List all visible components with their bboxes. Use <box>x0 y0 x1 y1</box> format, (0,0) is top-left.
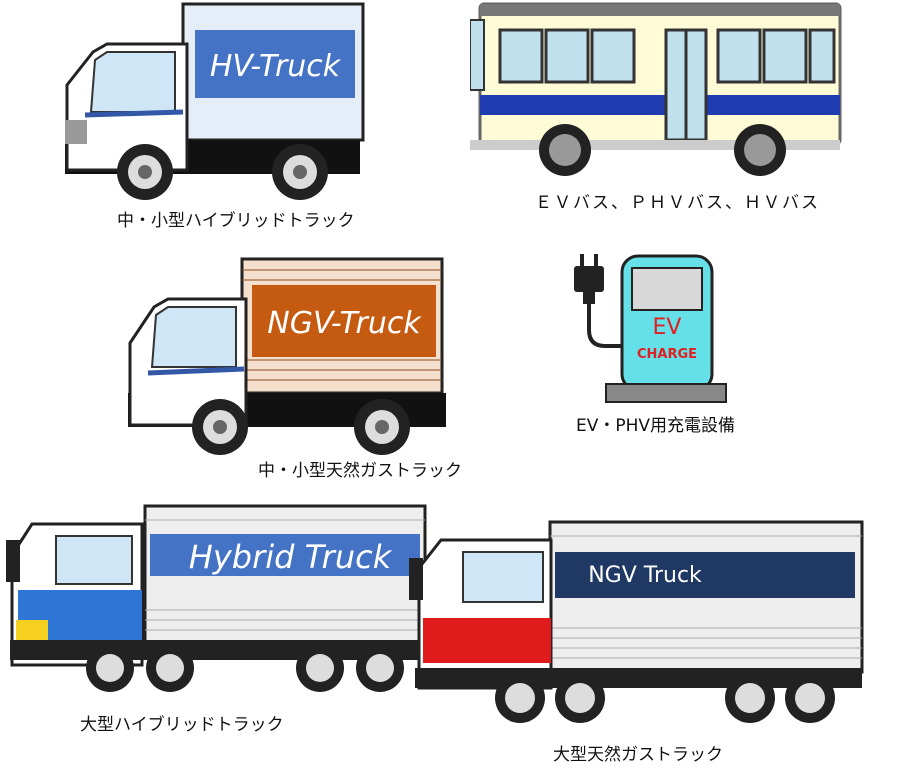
wheel-icon <box>495 673 835 723</box>
svg-text:NGV Truck: NGV Truck <box>588 563 702 588</box>
large-hybrid-truck-caption: 大型ハイブリッドトラック <box>80 715 284 735</box>
svg-text:Hybrid Truck: Hybrid Truck <box>189 538 393 576</box>
bus-stripe <box>480 95 840 115</box>
ngv-truck-illustration: NGV-Truck <box>120 255 455 460</box>
svg-text:HV-Truck: HV-Truck <box>210 49 342 84</box>
hybrid-truck-cab-color <box>18 590 142 640</box>
ev-bus-caption: ＥＶバス、ＰＨＶバス、ＨＶバス <box>535 193 820 213</box>
hybrid-truck-sign <box>150 534 420 576</box>
ev-bus-illustration <box>469 0 845 180</box>
hv-truck-caption: 中・小型ハイブリッドトラック <box>117 211 355 231</box>
large-ngv-truck-caption: 大型天然ガストラック <box>553 745 723 765</box>
wheel-icon <box>117 144 328 200</box>
plug-icon <box>574 254 625 348</box>
svg-text:CHARGE: CHARGE <box>637 347 697 362</box>
hv-truck-illustration: HV-Truck <box>55 0 370 205</box>
ngv-large-sign <box>555 552 855 598</box>
wheel-icon <box>86 644 404 692</box>
ngv-large-cab-color <box>423 618 551 663</box>
svg-text:EV: EV <box>653 315 682 340</box>
wheel-icon <box>539 124 786 176</box>
large-hybrid-truck-illustration: Hybrid Truck <box>0 500 430 700</box>
wheel-icon <box>192 399 410 455</box>
hv-truck-sign <box>195 30 355 98</box>
ngv-truck-caption: 中・小型天然ガストラック <box>258 461 462 481</box>
ev-charger-caption: EV・PHV用充電設備 <box>576 416 736 436</box>
ngv-truck-sign <box>252 285 436 357</box>
svg-text:NGV-Truck: NGV-Truck <box>267 306 422 341</box>
ev-charger-illustration: EV CHARGE <box>560 250 740 410</box>
large-ngv-truck-illustration: NGV Truck <box>405 518 870 728</box>
